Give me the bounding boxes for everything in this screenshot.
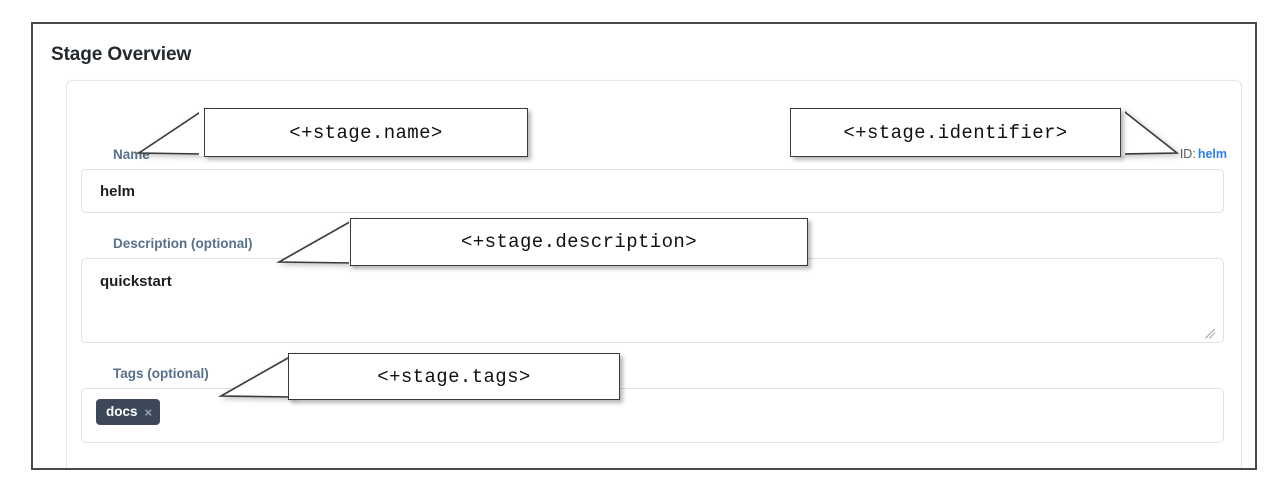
textarea-resize-handle[interactable] <box>1204 327 1216 339</box>
callout-stage-description: <+stage.description> <box>350 218 808 266</box>
callout-stage-name-text: <+stage.name> <box>289 121 443 144</box>
callout-stage-identifier: <+stage.identifier> <box>790 108 1121 157</box>
tag-chip-docs[interactable]: docs × <box>96 399 161 425</box>
stage-identifier-readout: ID:helm <box>1180 147 1227 161</box>
tag-chip-label: docs <box>106 404 138 420</box>
tag-remove-icon[interactable]: × <box>144 404 153 420</box>
callout-stage-description-text: <+stage.description> <box>460 231 698 253</box>
identifier-prefix-label: ID: <box>1179 147 1196 161</box>
name-input[interactable]: helm <box>81 169 1224 213</box>
callout-stage-tags-text: <+stage.tags> <box>377 365 531 388</box>
identifier-value-link[interactable]: helm <box>1197 147 1227 161</box>
callout-stage-identifier-text: <+stage.identifier> <box>843 121 1068 144</box>
screenshot-frame: Stage Overview Name ID:helm helm Descrip… <box>31 22 1257 470</box>
page-title: Stage Overview <box>51 44 192 65</box>
callout-stage-tags: <+stage.tags> <box>288 353 620 400</box>
name-field-label: Name <box>113 147 150 162</box>
callout-stage-name: <+stage.name> <box>204 108 528 157</box>
description-textarea[interactable]: quickstart <box>81 258 1224 343</box>
tags-field-label: Tags (optional) <box>113 366 209 381</box>
description-field-label: Description (optional) <box>113 236 253 251</box>
